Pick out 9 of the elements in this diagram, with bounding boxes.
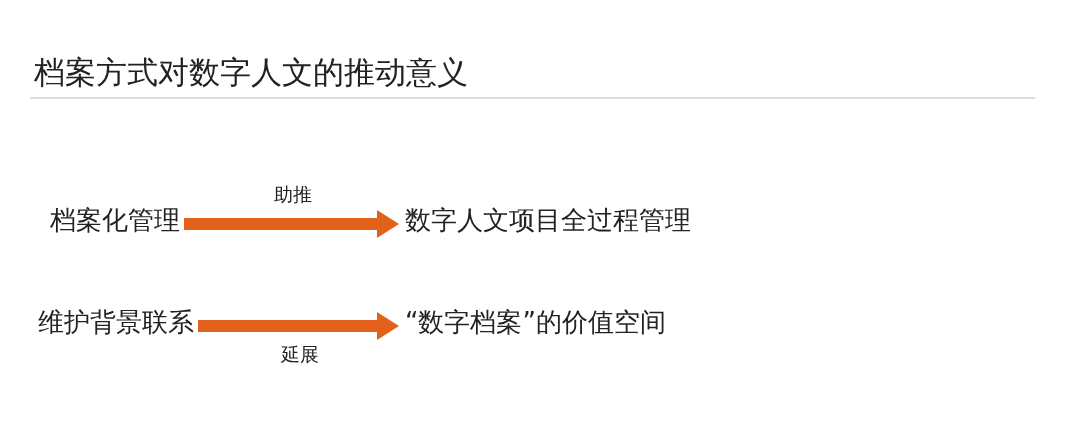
- node-text: 档案化管理: [50, 203, 180, 237]
- edge-label: 延展: [280, 342, 319, 367]
- title: 档案方式对数字人文的推动意义: [34, 53, 468, 92]
- node-text: 数字人文项目全过程管理: [405, 203, 691, 237]
- edge-label: 助推: [273, 182, 312, 207]
- arrow: [184, 210, 399, 238]
- node-text: “数字档案”的价值空间: [405, 305, 666, 339]
- node-text: 维护背景联系: [38, 305, 194, 339]
- arrow: [198, 312, 399, 340]
